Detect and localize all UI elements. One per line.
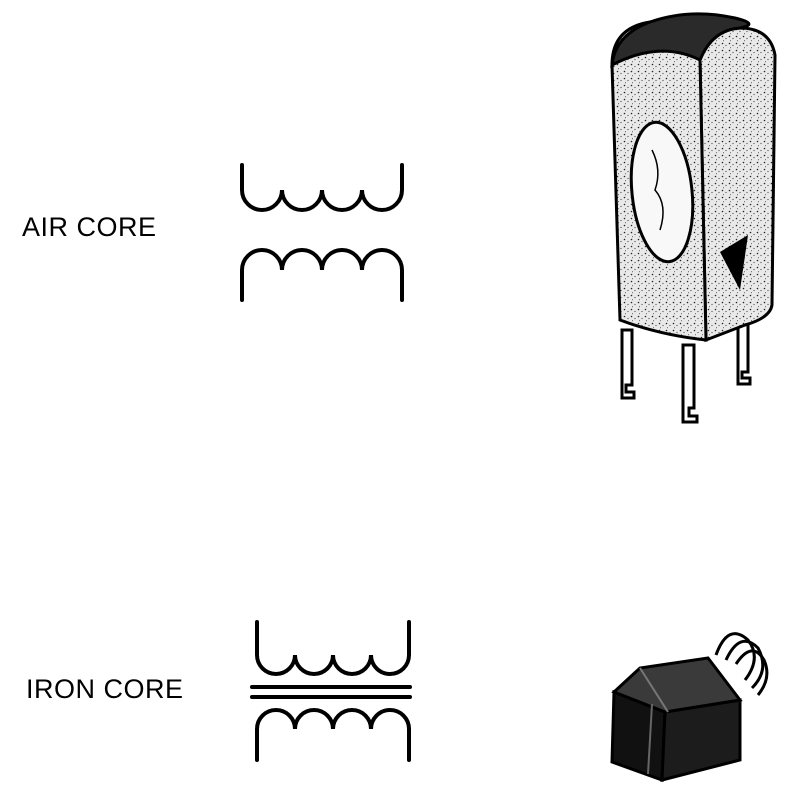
transformer-top [611, 656, 743, 714]
air-core-component-illustration [610, 12, 777, 424]
iron-core-label: IRON CORE [26, 674, 184, 704]
can-side-face [698, 26, 777, 343]
can-label-script [651, 149, 664, 231]
air-core-primary-winding [240, 163, 404, 212]
transformer-lamination-seam [647, 703, 653, 775]
iron-core-secondary-winding [255, 708, 411, 762]
air-core-secondary-winding [240, 248, 404, 302]
can-oval-label [629, 120, 695, 264]
air-core-label: AIR CORE [22, 212, 157, 242]
iron-core-component-illustration [610, 632, 769, 783]
iron-core-primary-winding [255, 620, 411, 676]
transformer-top-edge [639, 667, 669, 713]
can-top [610, 12, 751, 68]
can-triangle-marker [720, 235, 748, 290]
can-pins [620, 320, 752, 424]
iron-core-symbol [250, 620, 412, 762]
transformer-leads [714, 632, 769, 696]
air-core-symbol [240, 163, 404, 302]
